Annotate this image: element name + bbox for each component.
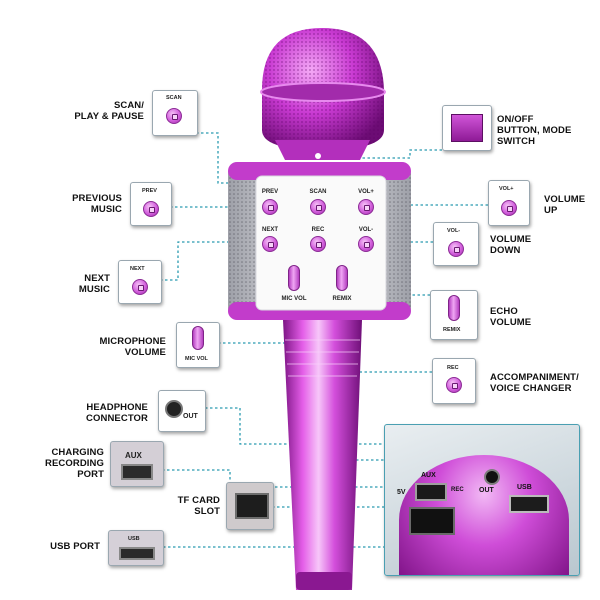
callout-next-box: NEXT <box>118 260 162 304</box>
voldown-button-icon <box>448 241 464 257</box>
label-previous: PREVIOUS MUSIC <box>72 193 122 215</box>
label-microphone: MICROPHONE VOLUME <box>99 336 166 358</box>
inset-headphone-jack <box>484 469 500 485</box>
callout-usb-box: USB <box>108 530 164 566</box>
label-scan: SCAN/ PLAY & PAUSE <box>74 100 144 122</box>
label-accomp: ACCOMPANIMENT/ VOICE CHANGER <box>490 372 579 394</box>
callout-prev-box: PREV <box>130 182 172 226</box>
callout-tf-box <box>226 482 274 530</box>
label-tf: TF CARD SLOT <box>177 495 220 517</box>
panel-btn-voldown <box>358 236 374 252</box>
label-echo: ECHO VOLUME <box>490 306 532 328</box>
label-volup: VOLUME UP <box>544 194 586 216</box>
label-headphone: HEADPHONE CONNECTOR <box>86 402 148 424</box>
headphone-jack-icon <box>165 400 183 418</box>
micvol-slider-icon <box>192 326 204 350</box>
inset-aux-port <box>415 483 447 501</box>
callout-micvol-box: MIC VOL <box>176 322 220 368</box>
leader-headphone <box>205 407 471 470</box>
callout-scan-box: SCAN <box>152 90 198 136</box>
callout-headphone-box: OUT <box>158 390 206 432</box>
leader-next <box>160 241 268 281</box>
inset-usb-port <box>509 495 549 513</box>
leader-onoff <box>318 149 442 159</box>
usb-port-icon <box>119 547 155 560</box>
panel-label-rec: REC <box>311 227 325 233</box>
ports-inset: AUX 5V REC OUT USB <box>384 424 580 576</box>
label-voldown: VOLUME DOWN <box>490 234 532 256</box>
panel-label-voldown: VOL- <box>358 227 374 233</box>
panel-label-prev: PREV <box>261 189 279 195</box>
panel-btn-volup <box>358 199 374 215</box>
remix-slider-icon <box>448 295 460 321</box>
panel-btn-next <box>262 236 278 252</box>
rec-button-icon <box>446 377 462 393</box>
prev-button-icon <box>143 201 159 217</box>
label-onoff: ON/OFF BUTTON, MODE SWITCH <box>497 114 572 147</box>
callout-echo-box: REMIX <box>430 290 478 340</box>
volup-button-icon <box>501 200 517 216</box>
inset-tf-slot <box>409 507 455 535</box>
callout-volup-box: VOL+ <box>488 180 530 226</box>
callout-charging-box: AUX <box>110 441 164 487</box>
label-next: NEXT MUSIC <box>78 273 110 295</box>
callout-onoff-box <box>442 105 492 151</box>
panel-label-remix: REMIX <box>332 296 352 302</box>
panel-label-scan: SCAN <box>309 189 327 195</box>
panel-slider-remix <box>336 265 348 291</box>
label-charging: CHARGING RECORDING PORT <box>45 447 104 480</box>
scan-button-icon <box>166 108 182 124</box>
aux-port-icon <box>121 464 153 480</box>
leader-charging <box>162 469 398 488</box>
tf-card-icon <box>235 493 269 519</box>
label-usb: USB PORT <box>50 541 100 552</box>
panel-label-micvol: MIC VOL <box>281 296 307 302</box>
panel-btn-rec <box>310 236 326 252</box>
next-button-icon <box>132 279 148 295</box>
callout-accomp-box: REC <box>432 358 476 404</box>
panel-slider-micvol <box>288 265 300 291</box>
panel-btn-prev <box>262 199 278 215</box>
panel-label-next: NEXT <box>261 227 278 233</box>
panel-label-volup: VOL+ <box>358 189 374 195</box>
power-switch-icon <box>451 114 483 142</box>
callout-voldown-box: VOL- <box>433 222 479 266</box>
panel-btn-scan <box>310 199 326 215</box>
